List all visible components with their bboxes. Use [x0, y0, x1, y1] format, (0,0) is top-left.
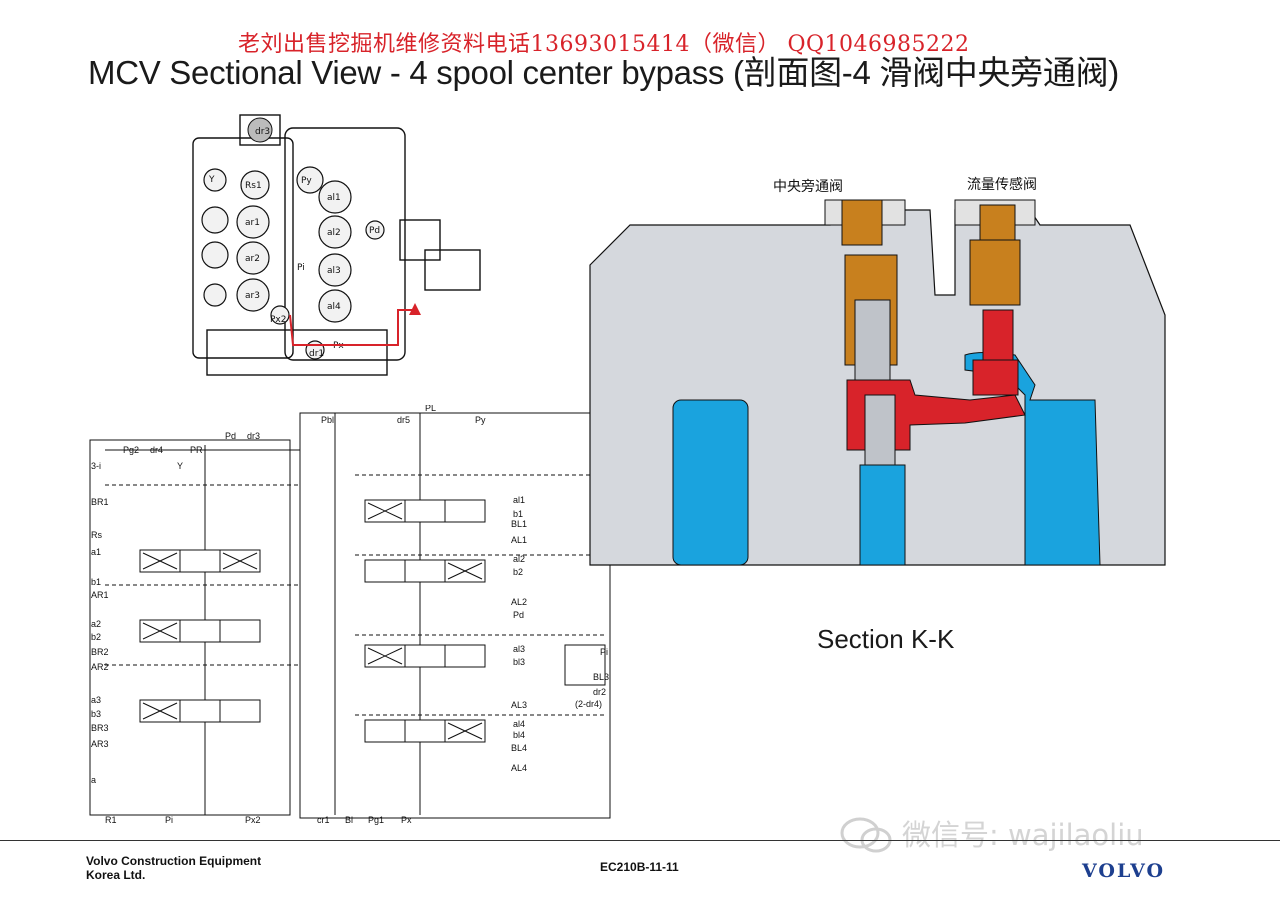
- flow-sense-valve-label: 流量传感阀: [967, 176, 1037, 193]
- section-kk-illustration: 中央旁通阀 流量传感阀: [589, 176, 1166, 566]
- port-ar1-label: ar1: [245, 218, 260, 228]
- schem-left-label: a: [91, 775, 96, 785]
- schem-top-label: dr4: [150, 445, 163, 455]
- schem-aux-label: (2-dr4): [575, 699, 602, 709]
- schem-left-label: a1: [91, 547, 101, 557]
- schem-right-label: AL4: [511, 763, 527, 773]
- port-rs1-label: Rs1: [245, 181, 262, 191]
- schem-left-label: b2: [91, 632, 101, 642]
- schem-left-label: AR3: [91, 739, 109, 749]
- schem-right-label: al1: [513, 495, 525, 505]
- port-pd-label: Pd: [369, 226, 380, 236]
- schem-left-label: BR3: [91, 723, 109, 733]
- schem-left-label: b1: [91, 577, 101, 587]
- page-title: MCV Sectional View - 4 spool center bypa…: [88, 54, 1119, 91]
- schem-left-label: BR1: [91, 497, 109, 507]
- schem-left-label: a3: [91, 695, 101, 705]
- port-al1-label: al1: [327, 193, 341, 203]
- port-pi-label: Pi: [297, 263, 305, 273]
- schem-right-label: al4: [513, 719, 525, 729]
- schem-left-label: 3-i: [91, 461, 101, 471]
- wechat-watermark: 微信号: wajilaoliu: [902, 818, 1144, 852]
- port-al4-label: al4: [327, 302, 341, 312]
- schem-left-label: b3: [91, 709, 101, 719]
- schem-right-label: al3: [513, 644, 525, 654]
- footer-divider: [0, 840, 1280, 841]
- port-px2-label: Px2: [270, 315, 286, 325]
- port-ar3-label: ar3: [245, 291, 260, 301]
- schem-left-label: Rs: [91, 530, 102, 540]
- schem-bottom-label: Px2: [245, 815, 261, 825]
- document-code: EC210B-11-11: [600, 860, 679, 874]
- port-al3-label: al3: [327, 266, 341, 276]
- schem-right-label: BL1: [511, 519, 527, 529]
- port-dr3-label: dr3: [255, 127, 270, 137]
- wechat-icon: [840, 817, 892, 853]
- company-line-1: Volvo Construction Equipment: [86, 854, 262, 868]
- schem-left-label: BR2: [91, 647, 109, 657]
- center-bypass-valve-label: 中央旁通阀: [773, 178, 843, 195]
- schem-aux-label: Pi: [600, 647, 608, 657]
- mcv-valve-body-illustration: dr3 Y Rs1 ar1 ar2 ar3 Px2 Py al1 al2 Pd …: [192, 114, 481, 376]
- schem-top-label: PL: [425, 405, 436, 413]
- schem-bottom-label: Px: [401, 815, 412, 825]
- schem-top-label: Y: [177, 461, 183, 471]
- schem-right-label: Pd: [513, 610, 524, 620]
- schem-aux-label: dr2: [593, 687, 606, 697]
- company-line-2: Korea Ltd.: [86, 868, 146, 882]
- schem-bottom-label: Bl: [345, 815, 353, 825]
- schem-bottom-label: Pg1: [368, 815, 384, 825]
- schem-left-label: AR1: [91, 590, 109, 600]
- schem-right-label: AL2: [511, 597, 527, 607]
- schem-right-label: bl4: [513, 730, 525, 740]
- schem-top-label: Pd: [225, 431, 236, 441]
- schem-bottom-label: R1: [105, 815, 117, 825]
- schem-aux-label: BL3: [593, 672, 609, 682]
- schem-bottom-label: Pi: [165, 815, 173, 825]
- watermark-contact: 老刘出售挖掘机维修资料电话13693015414（微信） QQ104698522…: [238, 32, 970, 57]
- schem-top-label: PR: [190, 445, 203, 455]
- schem-right-label: AL3: [511, 700, 527, 710]
- port-ar2-label: ar2: [245, 254, 260, 264]
- schem-top-label: dr3: [247, 431, 260, 441]
- schem-top-label: Py: [475, 415, 486, 425]
- schem-right-label: BL4: [511, 743, 527, 753]
- volvo-logo: VOLVO: [1082, 860, 1166, 882]
- schem-right-label: b1: [513, 509, 523, 519]
- section-kk-label: Section K-K: [817, 624, 955, 654]
- schem-bottom-label: cr1: [317, 815, 330, 825]
- port-py-label: Py: [301, 176, 312, 186]
- schem-left-label: AR2: [91, 662, 109, 672]
- schem-right-label: bl3: [513, 657, 525, 667]
- schem-right-label: AL1: [511, 535, 527, 545]
- schem-right-label: b2: [513, 567, 523, 577]
- bypass-path-arrow: [289, 309, 415, 346]
- schem-top-label: Pbl: [321, 415, 334, 425]
- port-y-label: Y: [208, 175, 215, 185]
- schem-top-label: Pg2: [123, 445, 139, 455]
- port-al2-label: al2: [327, 228, 341, 238]
- schem-left-label: a2: [91, 619, 101, 629]
- schem-top-label: dr5: [397, 415, 410, 425]
- hydraulic-schematic: PL Pbl dr5 Py PR Pg2 dr4 Pd dr3 Y 3-i BR…: [89, 405, 611, 825]
- footer-company: Volvo Construction Equipment Korea Ltd.: [86, 854, 261, 882]
- port-dr1-label: dr1: [309, 349, 324, 359]
- schem-right-label: al2: [513, 554, 525, 564]
